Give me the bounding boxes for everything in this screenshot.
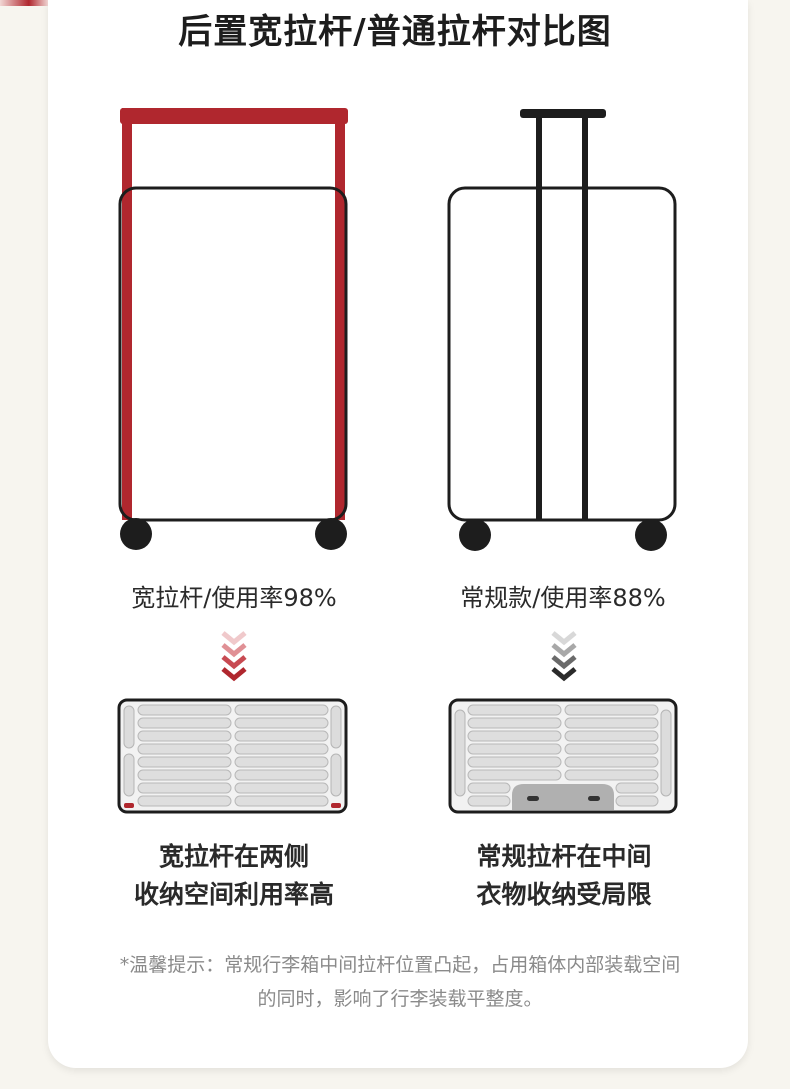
wheel-icon (635, 519, 667, 551)
wheel-icon (459, 519, 491, 551)
chevron-down-icon (551, 631, 577, 682)
page-title: 后置宽拉杆/普通拉杆对比图 (178, 12, 612, 52)
suitcase-body-right (447, 186, 677, 522)
center-handle-bump (512, 784, 614, 810)
regular-handle-label: 常规款/使用率88% (460, 584, 666, 612)
chevron-down-icon (221, 631, 247, 682)
comparison-card (48, 0, 748, 1068)
regular-handle-caption-line2: 衣物收纳受局限 (476, 880, 652, 909)
wide-handle-label: 宽拉杆/使用率98% (131, 584, 337, 612)
wheel-icon (315, 518, 347, 550)
corner-accent (0, 0, 48, 6)
suitcase-body-left (118, 186, 348, 522)
regular-handle-caption-line1: 常规拉杆在中间 (476, 842, 652, 871)
wide-handle-caption: 宽拉杆在两侧 收纳空间利用率高 (74, 838, 394, 914)
regular-handle-bar (520, 109, 606, 118)
regular-handle-interior (448, 698, 678, 814)
regular-handle-caption: 常规拉杆在中间 衣物收纳受局限 (404, 838, 724, 914)
regular-handle-right-rail (582, 112, 588, 520)
tip-note-line1: *温馨提示：常规行李箱中间拉杆位置凸起，占用箱体内部装载空间 (119, 954, 681, 976)
regular-handle-left-rail (536, 112, 542, 520)
wide-handle-bar (120, 108, 348, 124)
wide-handle-right-rail (335, 108, 345, 520)
tip-note-line2: 的同时，影响了行李装载平整度。 (257, 988, 543, 1010)
wheel-icon (120, 518, 152, 550)
wide-handle-interior (117, 698, 348, 814)
wide-handle-caption-line2: 收纳空间利用率高 (133, 880, 334, 909)
wide-handle-left-rail (122, 108, 132, 520)
wide-handle-suitcase (118, 108, 348, 550)
wide-handle-caption-line1: 宽拉杆在两侧 (158, 842, 309, 871)
regular-handle-suitcase (447, 109, 677, 551)
tip-note: *温馨提示：常规行李箱中间拉杆位置凸起，占用箱体内部装载空间 的同时，影响了行李… (60, 948, 740, 1016)
